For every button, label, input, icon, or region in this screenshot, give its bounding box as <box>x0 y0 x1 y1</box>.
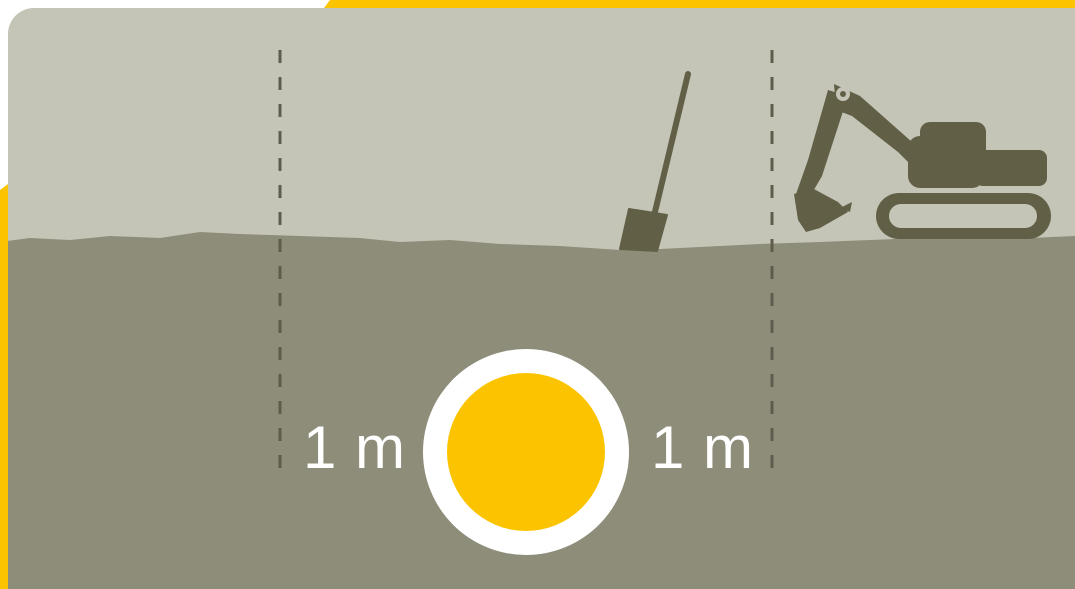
distance-label-right: 1 m <box>651 412 754 484</box>
distance-label-left: 1 m <box>303 412 406 484</box>
pipe <box>447 373 605 531</box>
